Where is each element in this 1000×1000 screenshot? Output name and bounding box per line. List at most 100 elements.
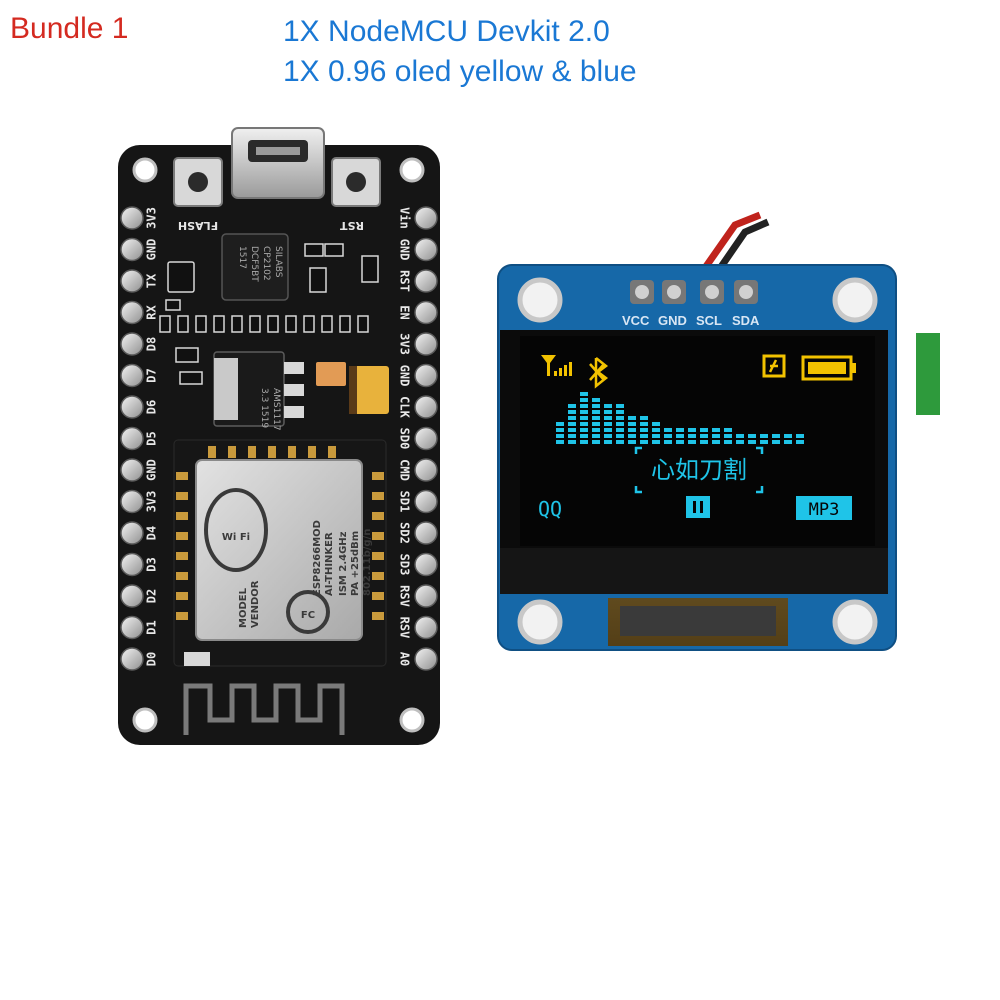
equalizer-bar [796, 434, 804, 444]
chip-line-4: 1517 [237, 246, 247, 269]
nodemcu-board: FLASH RST SILABS CP2102 DCF5BT 1517 [118, 127, 440, 745]
flash-label: FLASH [178, 219, 218, 232]
pin-label-left-5: D8 [145, 337, 159, 351]
header-pin [414, 206, 438, 230]
pin-label-left-1: 3V3 [145, 207, 159, 229]
pin-label-right-3: RST [398, 270, 412, 292]
bundle-contents: 1X NodeMCU Devkit 2.0 1X 0.96 oled yello… [283, 12, 637, 92]
equalizer-bar [640, 416, 648, 444]
header-pin [414, 332, 438, 356]
pin-label-right-1: Vin [398, 207, 412, 229]
equalizer-bar [760, 434, 768, 444]
equalizer-bar [784, 434, 792, 444]
module-line-4: PA +25dBm [350, 531, 361, 596]
pin-label-right-9: CMD [398, 459, 412, 481]
equalizer-bar [616, 404, 624, 444]
header-pin [414, 521, 438, 545]
header-pin [414, 395, 438, 419]
mp3-badge: MP3 [796, 496, 852, 520]
header-pin [414, 552, 438, 577]
header-pin [414, 237, 438, 262]
header-pin [120, 458, 144, 482]
pin-label-left-11: D4 [145, 526, 159, 540]
pin-label-left-9: GND [145, 459, 159, 481]
pin-vcc-label: VCC [622, 313, 650, 328]
module-vendor-label: VENDOR [250, 580, 261, 628]
header-pin [120, 395, 144, 419]
equalizer-bar [604, 404, 612, 444]
oled-glass-bottom [500, 548, 888, 594]
svg-text:Wi Fi: Wi Fi [222, 532, 250, 543]
equalizer-bar [712, 428, 720, 444]
header-pin [120, 332, 144, 356]
green-strip [916, 333, 940, 415]
module-line-5: 802.11b/g/n [362, 529, 373, 596]
pin-label-right-4: EN [398, 305, 412, 319]
pin-sda-label: SDA [732, 313, 760, 328]
smd-components [159, 243, 379, 385]
pin-label-left-3: TX [145, 273, 159, 288]
svg-text:FC: FC [301, 610, 315, 621]
song-title: 心如刀割 [651, 456, 747, 484]
header-pin [414, 426, 438, 451]
battery-icon [801, 355, 856, 381]
oled-header-pins [630, 280, 758, 304]
equalizer-bar [724, 428, 732, 444]
mp3-label: MP3 [809, 500, 840, 520]
header-pin [120, 300, 144, 325]
pin-label-right-8: SD0 [398, 428, 412, 450]
pcb-antenna-icon [183, 683, 345, 735]
header-pin [120, 615, 144, 640]
pin-gnd-label: GND [658, 313, 687, 328]
right-header-pins [414, 206, 438, 671]
equalizer-bar [556, 422, 564, 444]
header-pin [120, 647, 144, 671]
battery-level-fill [808, 362, 846, 374]
pin-label-left-7: D6 [145, 400, 159, 414]
pin-label-right-12: SD3 [398, 554, 412, 576]
regulator-line-1: AMS1117 [271, 388, 281, 431]
pin-label-right-13: RSV [398, 585, 412, 607]
header-pin [414, 584, 438, 608]
pin-label-left-14: D1 [145, 620, 159, 634]
equalizer-bar [664, 428, 672, 444]
right-pin-labels: Vin GND RST EN 3V3 GND CLK SD0 CMD SD1 S… [398, 207, 412, 666]
equalizer-bar [652, 422, 660, 444]
header-pin [414, 269, 438, 293]
pin-label-left-15: D0 [145, 652, 159, 666]
header-pin [414, 300, 438, 325]
app-label-qq: QQ [538, 497, 562, 521]
equalizer-bars [556, 392, 804, 444]
fcc-logo-icon: FC [286, 590, 330, 634]
micro-usb-connector [231, 127, 325, 199]
bundle-item-oled: 1X 0.96 oled yellow & blue [283, 55, 637, 88]
header-pin [120, 489, 144, 514]
left-header-pins [120, 206, 144, 671]
bluetooth-icon [589, 357, 609, 389]
pin-label-right-7: CLK [398, 396, 412, 418]
pin-label-left-2: GND [145, 239, 159, 261]
header-pin [120, 363, 144, 388]
usb-uart-chip: SILABS CP2102 DCF5BT 1517 [221, 233, 289, 301]
flash-button [173, 157, 223, 207]
module-line-3: ISM 2.4GHz [338, 531, 349, 596]
reset-label: RST [340, 219, 364, 232]
oled-module: VCC GND SCL SDA [497, 211, 940, 651]
pin-label-left-10: 3V3 [145, 491, 159, 513]
equalizer-bar [688, 428, 696, 444]
pin-label-right-10: SD1 [398, 491, 412, 513]
equalizer-bar [568, 404, 576, 444]
module-model-label: MODEL [238, 587, 249, 628]
header-pin [120, 521, 144, 545]
pin-label-right-6: GND [398, 365, 412, 387]
song-title-box: 心如刀割 [634, 446, 764, 494]
header-pin [414, 458, 438, 482]
header-pin [414, 489, 438, 514]
signal-strength-icon [541, 355, 572, 376]
capacitors [316, 362, 389, 414]
header-pin [120, 206, 144, 230]
reset-button [331, 157, 381, 207]
header-pin [120, 426, 144, 451]
header-pin [414, 647, 438, 671]
